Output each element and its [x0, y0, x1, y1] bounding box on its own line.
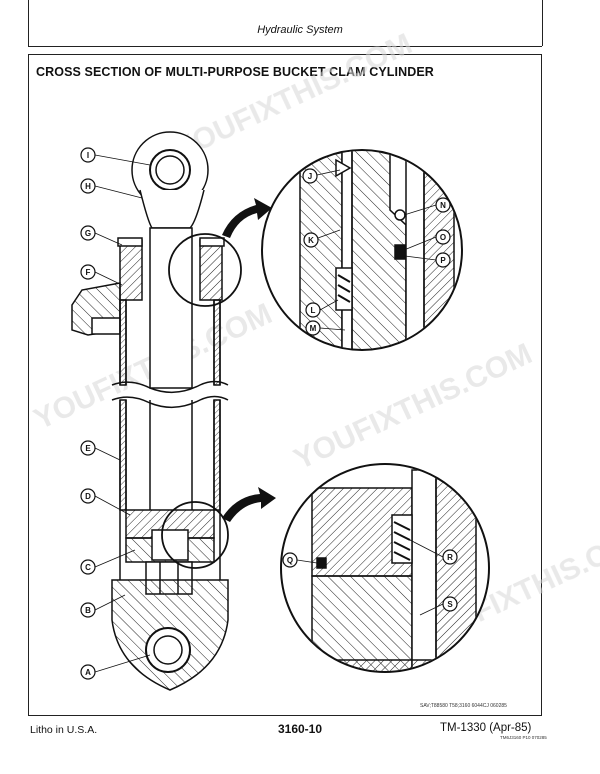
callout-i-label: I	[87, 151, 89, 160]
callout-p: P	[435, 252, 451, 268]
figure-code: SAV;T88580 T58;3160 6044CJ 060285	[420, 703, 507, 709]
document-number: TM-1330 (Apr-85)	[440, 722, 532, 734]
callouts: I H G F E D C B A J K L M N O P Q R S	[80, 147, 458, 680]
callout-c: C	[80, 559, 96, 575]
callout-m: M	[305, 320, 321, 336]
callout-c-label: C	[85, 563, 91, 572]
watermark-1: YOUFIXTHIS.COM	[169, 27, 417, 166]
callout-q-label: Q	[287, 556, 293, 565]
section-header: Hydraulic System	[257, 24, 343, 36]
callout-n-label: N	[440, 201, 446, 210]
callout-b-label: B	[85, 606, 91, 615]
callout-a: A	[80, 664, 96, 680]
callout-f-label: F	[86, 268, 91, 277]
detail-view-bottom	[280, 463, 490, 673]
leader-lines	[94, 154, 444, 673]
main-cylinder	[71, 131, 242, 691]
detail-view-top	[261, 149, 463, 351]
callout-b: B	[80, 602, 96, 618]
footer-litho: Litho in U.S.A.	[30, 724, 98, 736]
header-rule	[28, 46, 542, 47]
callout-n: N	[435, 197, 451, 213]
callout-h-label: H	[85, 182, 91, 191]
callout-d: D	[80, 488, 96, 504]
callout-o-label: O	[440, 233, 446, 242]
callout-s: S	[442, 596, 458, 612]
callout-i: I	[80, 147, 96, 163]
callout-d-label: D	[85, 492, 91, 501]
figure-frame	[28, 54, 542, 716]
callout-e: E	[80, 440, 96, 456]
callout-h: H	[80, 178, 96, 194]
callout-r-label: R	[447, 553, 453, 562]
callout-l: L	[305, 302, 321, 318]
callout-a-label: A	[85, 668, 91, 677]
callout-j-label: J	[308, 172, 312, 181]
callout-g-label: G	[85, 229, 91, 238]
callout-l-label: L	[311, 306, 316, 315]
callout-j: J	[302, 168, 318, 184]
header-left-rule	[28, 0, 29, 46]
callout-f: F	[80, 264, 96, 280]
page-number: 3160-10	[277, 722, 323, 736]
callout-e-label: E	[85, 444, 91, 453]
callout-k: K	[303, 232, 319, 248]
figure-title: CROSS SECTION OF MULTI-PURPOSE BUCKET CL…	[36, 65, 434, 79]
callout-o: O	[435, 229, 451, 245]
callout-r: R	[442, 549, 458, 565]
header-right-rule	[542, 0, 543, 46]
callout-m-label: M	[310, 324, 317, 333]
callout-q: Q	[282, 552, 298, 568]
document-code: TM6J3160 P10 070285	[500, 735, 547, 740]
zoom-arrows	[222, 198, 276, 522]
callout-s-label: S	[447, 600, 453, 609]
callout-p-label: P	[440, 256, 446, 265]
callout-k-label: K	[308, 236, 314, 245]
callout-g: G	[80, 225, 96, 241]
watermark-2: YOUFIXTHIS.COM	[289, 337, 537, 476]
